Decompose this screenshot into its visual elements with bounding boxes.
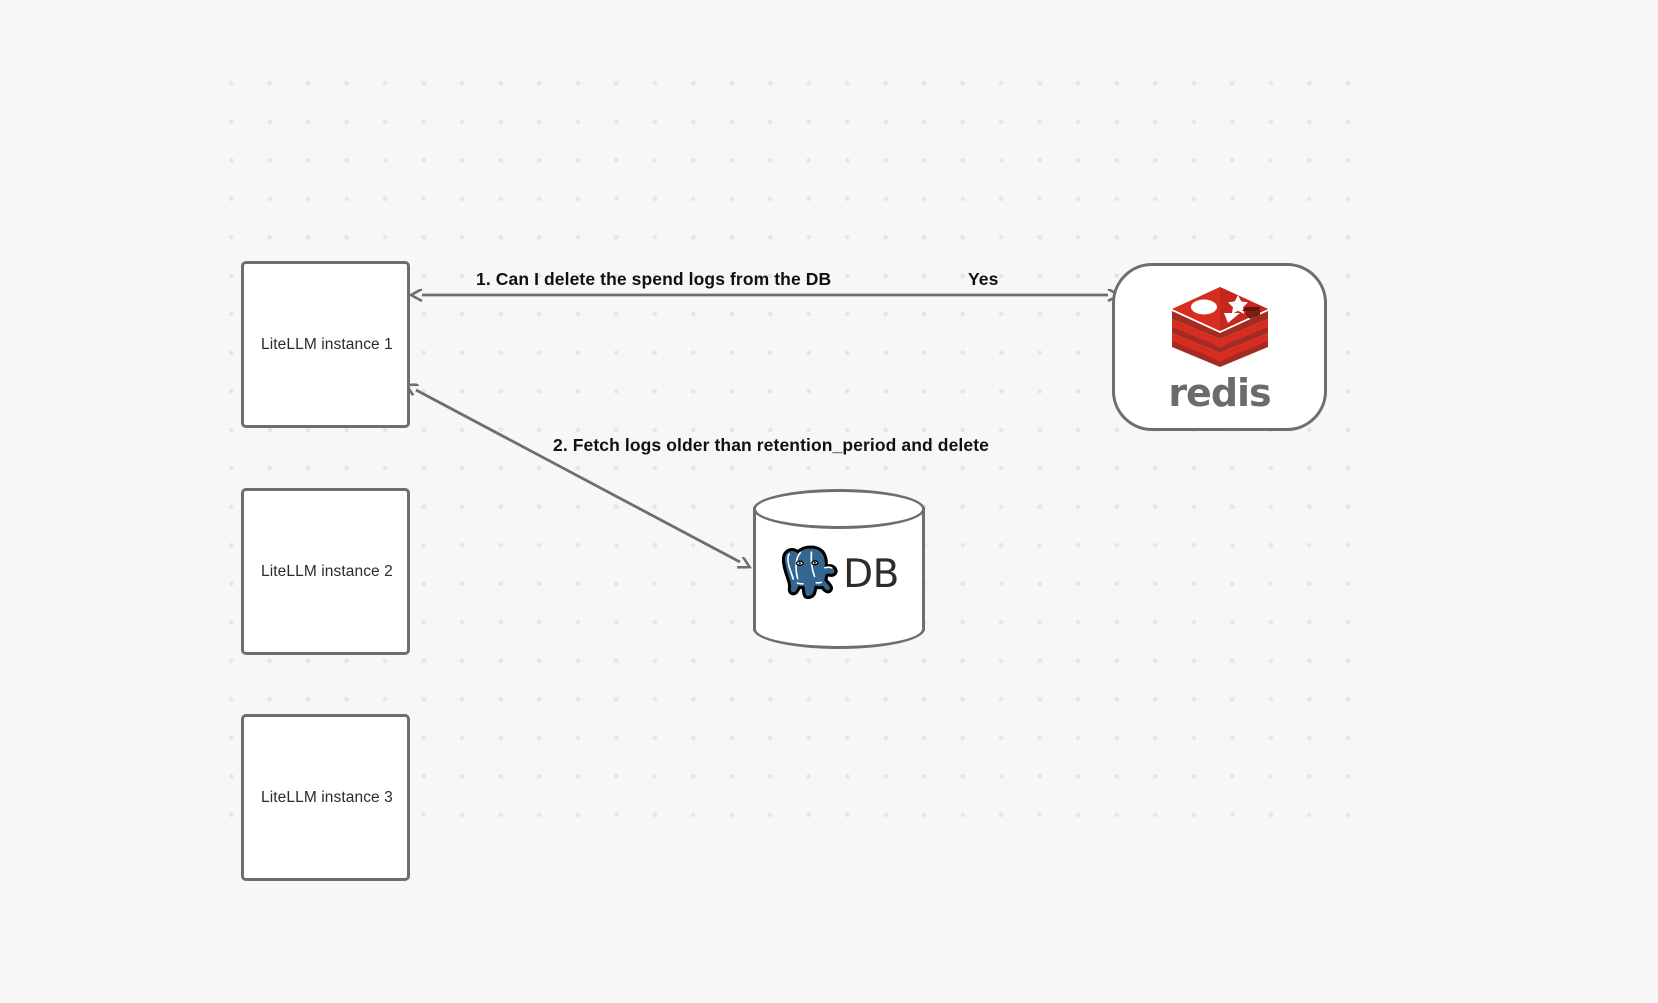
redis-logo-icon [1168,285,1272,372]
node-litellm-instance-2-label: LiteLLM instance 2 [261,562,393,580]
node-database[interactable]: DB [753,489,925,649]
edge-litellm-1-to-db [416,390,740,562]
edge-label-step-1: 1. Can I delete the spend logs from the … [476,269,832,289]
node-litellm-instance-3[interactable]: LiteLLM instance 3 [241,714,410,881]
node-redis[interactable]: redis [1112,263,1327,431]
node-litellm-instance-1[interactable]: LiteLLM instance 1 [241,261,410,428]
node-litellm-instance-3-label: LiteLLM instance 3 [261,788,393,806]
redis-wordmark-label: redis [1168,370,1271,415]
node-litellm-instance-1-label: LiteLLM instance 1 [261,335,393,353]
postgresql-elephant-icon [779,541,841,608]
cylinder-top-ellipse [753,489,925,529]
database-label: DB [843,551,899,597]
edge-label-step-2: 2. Fetch logs older than retention_perio… [553,435,989,455]
edge-label-yes: Yes [968,269,999,289]
node-litellm-instance-2[interactable]: LiteLLM instance 2 [241,488,410,655]
